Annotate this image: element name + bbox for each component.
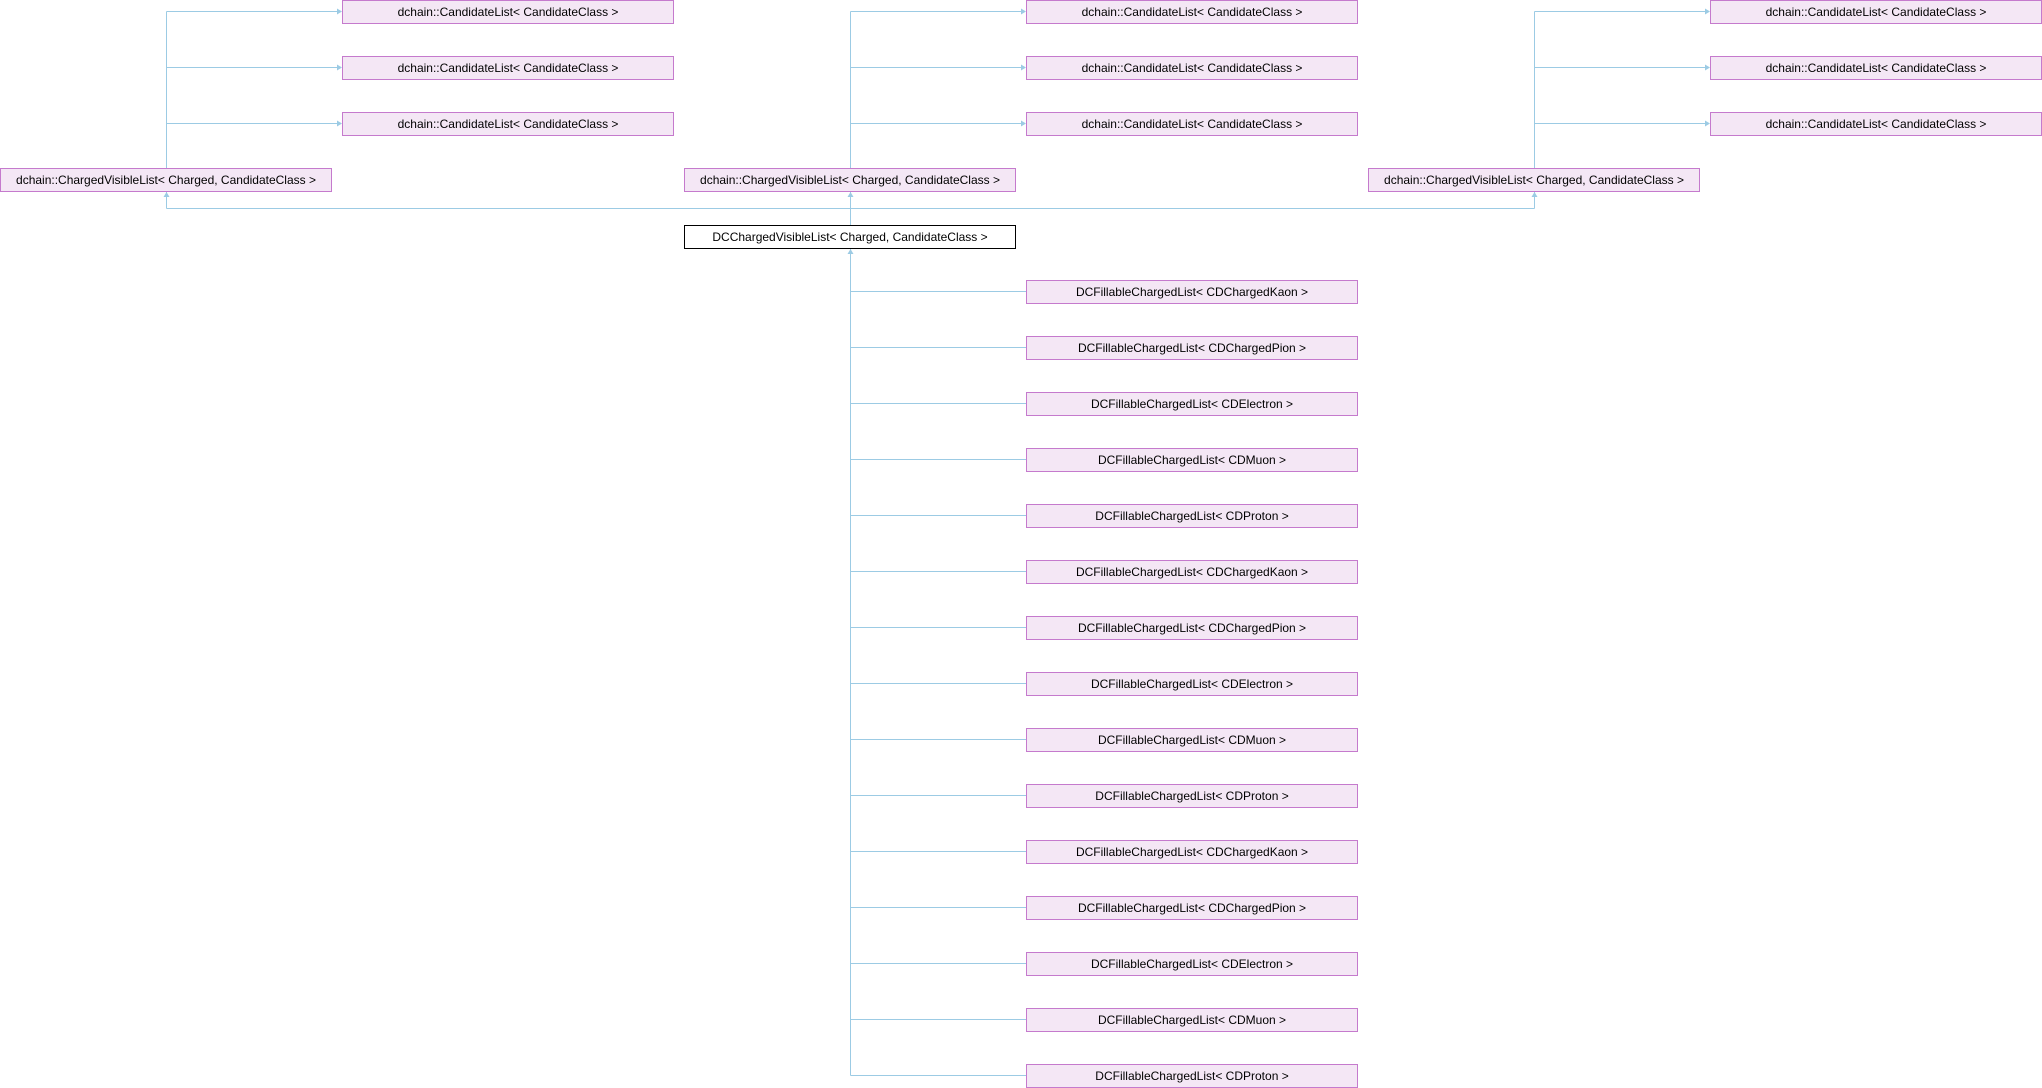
derived-class-node[interactable]: DCFillableChargedList< CDProton > <box>1026 1064 1358 1088</box>
charged-visible-list-node[interactable]: dchain::ChargedVisibleList< Charged, Can… <box>1368 168 1700 192</box>
arrowhead-icon <box>1021 64 1026 71</box>
arrowhead-icon <box>1021 120 1026 127</box>
derived-class-node[interactable]: DCFillableChargedList< CDElectron > <box>1026 392 1358 416</box>
arrowhead-icon <box>847 192 854 197</box>
arrowhead-icon <box>1705 120 1710 127</box>
focus-class-node: DCChargedVisibleList< Charged, Candidate… <box>684 225 1016 249</box>
derived-class-node[interactable]: DCFillableChargedList< CDChargedPion > <box>1026 896 1358 920</box>
arrowhead-icon <box>1021 8 1026 15</box>
derived-class-node[interactable]: DCFillableChargedList< CDProton > <box>1026 784 1358 808</box>
arrowhead-icon <box>163 192 170 197</box>
derived-class-node[interactable]: DCFillableChargedList< CDElectron > <box>1026 672 1358 696</box>
arrowhead-icon <box>1705 8 1710 15</box>
candidate-list-node[interactable]: dchain::CandidateList< CandidateClass > <box>342 112 674 136</box>
derived-class-node[interactable]: DCFillableChargedList< CDChargedKaon > <box>1026 560 1358 584</box>
arrowhead-icon <box>337 8 342 15</box>
candidate-list-node[interactable]: dchain::CandidateList< CandidateClass > <box>1710 56 2042 80</box>
derived-class-node[interactable]: DCFillableChargedList< CDElectron > <box>1026 952 1358 976</box>
arrowhead-icon <box>337 64 342 71</box>
derived-class-node[interactable]: DCFillableChargedList< CDMuon > <box>1026 448 1358 472</box>
charged-visible-list-node[interactable]: dchain::ChargedVisibleList< Charged, Can… <box>684 168 1016 192</box>
derived-class-node[interactable]: DCFillableChargedList< CDChargedPion > <box>1026 336 1358 360</box>
candidate-list-node[interactable]: dchain::CandidateList< CandidateClass > <box>342 56 674 80</box>
candidate-list-node[interactable]: dchain::CandidateList< CandidateClass > <box>342 0 674 24</box>
derived-class-node[interactable]: DCFillableChargedList< CDMuon > <box>1026 728 1358 752</box>
arrowhead-icon <box>1705 64 1710 71</box>
derived-class-node[interactable]: DCFillableChargedList< CDProton > <box>1026 504 1358 528</box>
derived-class-node[interactable]: DCFillableChargedList< CDChargedPion > <box>1026 616 1358 640</box>
candidate-list-node[interactable]: dchain::CandidateList< CandidateClass > <box>1026 112 1358 136</box>
arrowhead-icon <box>847 249 854 254</box>
derived-class-node[interactable]: DCFillableChargedList< CDChargedKaon > <box>1026 280 1358 304</box>
charged-visible-list-node[interactable]: dchain::ChargedVisibleList< Charged, Can… <box>0 168 332 192</box>
candidate-list-node[interactable]: dchain::CandidateList< CandidateClass > <box>1026 0 1358 24</box>
derived-class-node[interactable]: DCFillableChargedList< CDChargedKaon > <box>1026 840 1358 864</box>
arrowhead-icon <box>1531 192 1538 197</box>
candidate-list-node[interactable]: dchain::CandidateList< CandidateClass > <box>1026 56 1358 80</box>
derived-class-node[interactable]: DCFillableChargedList< CDMuon > <box>1026 1008 1358 1032</box>
candidate-list-node[interactable]: dchain::CandidateList< CandidateClass > <box>1710 112 2042 136</box>
arrowhead-icon <box>337 120 342 127</box>
candidate-list-node[interactable]: dchain::CandidateList< CandidateClass > <box>1710 0 2042 24</box>
